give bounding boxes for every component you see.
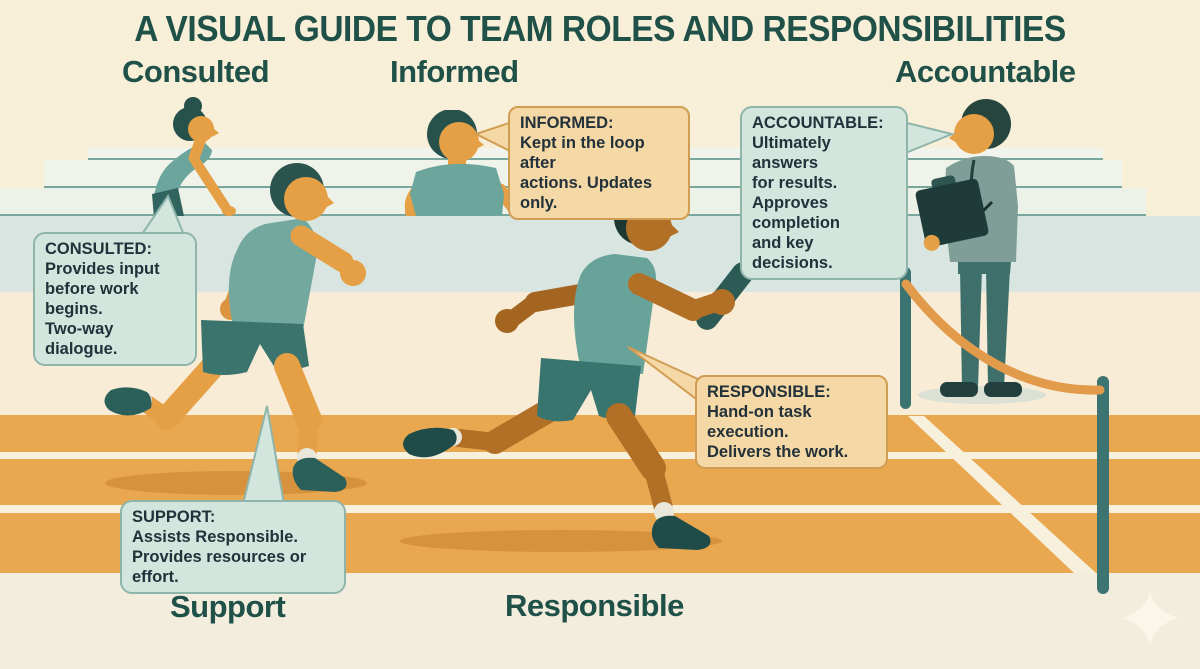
callout-informed-body: Kept in the loop after actions. Updates …	[520, 134, 653, 212]
responsible-runner-illustration	[395, 188, 755, 560]
label-support: Support	[170, 589, 286, 624]
accountable-person-illustration	[912, 98, 1052, 410]
sparkle-icon	[1122, 590, 1178, 646]
label-accountable: Accountable	[895, 54, 1076, 89]
callout-responsible: RESPONSIBLE: Hand-on task execution. Del…	[695, 375, 888, 469]
rope-post-left	[900, 267, 911, 409]
callout-support: SUPPORT: Assists Responsible. Provides r…	[120, 500, 346, 594]
callout-support-body: Assists Responsible. Provides resources …	[132, 528, 307, 586]
callout-consulted-body: Provides input before work begins. Two-w…	[45, 260, 160, 358]
callout-responsible-body: Hand-on task execution. Delivers the wor…	[707, 403, 849, 461]
callout-accountable: ACCOUNTABLE: Ultimately answers for resu…	[740, 106, 908, 280]
label-informed: Informed	[390, 54, 519, 89]
finish-pole-right	[1097, 376, 1109, 594]
callout-consulted: CONSULTED: Provides input before work be…	[33, 232, 197, 366]
informed-person-illustration	[402, 110, 524, 216]
callout-informed: INFORMED: Kept in the loop after actions…	[508, 106, 690, 220]
callout-support-title: SUPPORT:	[132, 508, 216, 526]
page-title: A VISUAL GUIDE TO TEAM ROLES AND RESPONS…	[134, 8, 1066, 49]
callout-responsible-title: RESPONSIBLE:	[707, 383, 831, 401]
lane-line-1	[0, 452, 1200, 459]
label-responsible: Responsible	[505, 588, 684, 623]
callout-informed-title: INFORMED:	[520, 114, 614, 132]
support-runner-illustration	[95, 158, 375, 498]
lane-line-2	[0, 505, 1200, 513]
responsible-runner-shadow	[400, 530, 722, 552]
label-consulted: Consulted	[122, 54, 270, 89]
callout-consulted-title: CONSULTED:	[45, 240, 152, 258]
callout-accountable-body: Ultimately answers for results. Approves…	[752, 134, 841, 272]
callout-accountable-title: ACCOUNTABLE:	[752, 114, 884, 132]
